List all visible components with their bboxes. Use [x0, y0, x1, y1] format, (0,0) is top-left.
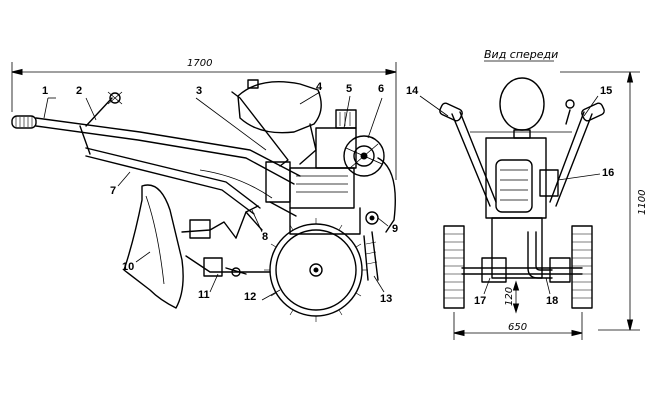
- track-width-label: 650: [508, 322, 527, 333]
- callout-15: 15: [600, 85, 612, 97]
- height-dimension: 1100: [560, 71, 648, 331]
- side-view: 1700: [11, 58, 398, 322]
- height-label: 1100: [637, 190, 648, 215]
- callout-8: 8: [262, 231, 268, 243]
- front-view: Вид спереди 1100: [406, 48, 648, 340]
- fuel-cap: [247, 79, 259, 89]
- callout-1: 1: [42, 85, 48, 97]
- starter-flywheel: [343, 135, 385, 177]
- front-callouts: 14 15 16 17 18: [406, 85, 614, 307]
- plough: [123, 184, 271, 309]
- left-grip: [439, 102, 463, 122]
- front-fuel-tank: [499, 77, 545, 131]
- callout-13: 13: [380, 293, 392, 305]
- callout-6: 6: [378, 83, 384, 95]
- callout-17: 17: [474, 295, 486, 307]
- right-track: [571, 225, 593, 309]
- fuel-tank: [237, 81, 322, 134]
- callout-18: 18: [546, 295, 558, 307]
- overall-length-label: 1700: [187, 58, 212, 69]
- front-engine: [485, 137, 547, 219]
- engine: [231, 79, 396, 281]
- clearance-label: 120: [504, 287, 515, 306]
- handlebar: [11, 91, 301, 215]
- front-view-label: Вид спереди: [484, 48, 558, 61]
- callout-14: 14: [406, 85, 419, 97]
- callout-16: 16: [602, 167, 614, 179]
- engine-block: [289, 167, 355, 209]
- left-track: [443, 225, 465, 309]
- clearance-dimension: 120: [504, 280, 520, 314]
- callout-5: 5: [346, 83, 352, 95]
- drive-wheel: [264, 218, 368, 322]
- callout-10: 10: [122, 261, 134, 273]
- callout-2: 2: [76, 85, 82, 97]
- callout-9: 9: [392, 223, 398, 235]
- handle-grip: [11, 115, 37, 129]
- callout-4: 4: [316, 81, 323, 93]
- track-width-dimension: 650: [453, 312, 583, 340]
- callout-3: 3: [196, 85, 202, 97]
- side-callouts: 1 2 3 4 5 6 7 8 9 10 11 12 13: [42, 81, 398, 305]
- plough-share: [123, 184, 184, 309]
- carburetor: [315, 127, 357, 169]
- callout-12: 12: [244, 291, 256, 303]
- callout-7: 7: [110, 185, 116, 197]
- callout-11: 11: [198, 289, 210, 301]
- overall-length-dimension: 1700: [11, 58, 397, 180]
